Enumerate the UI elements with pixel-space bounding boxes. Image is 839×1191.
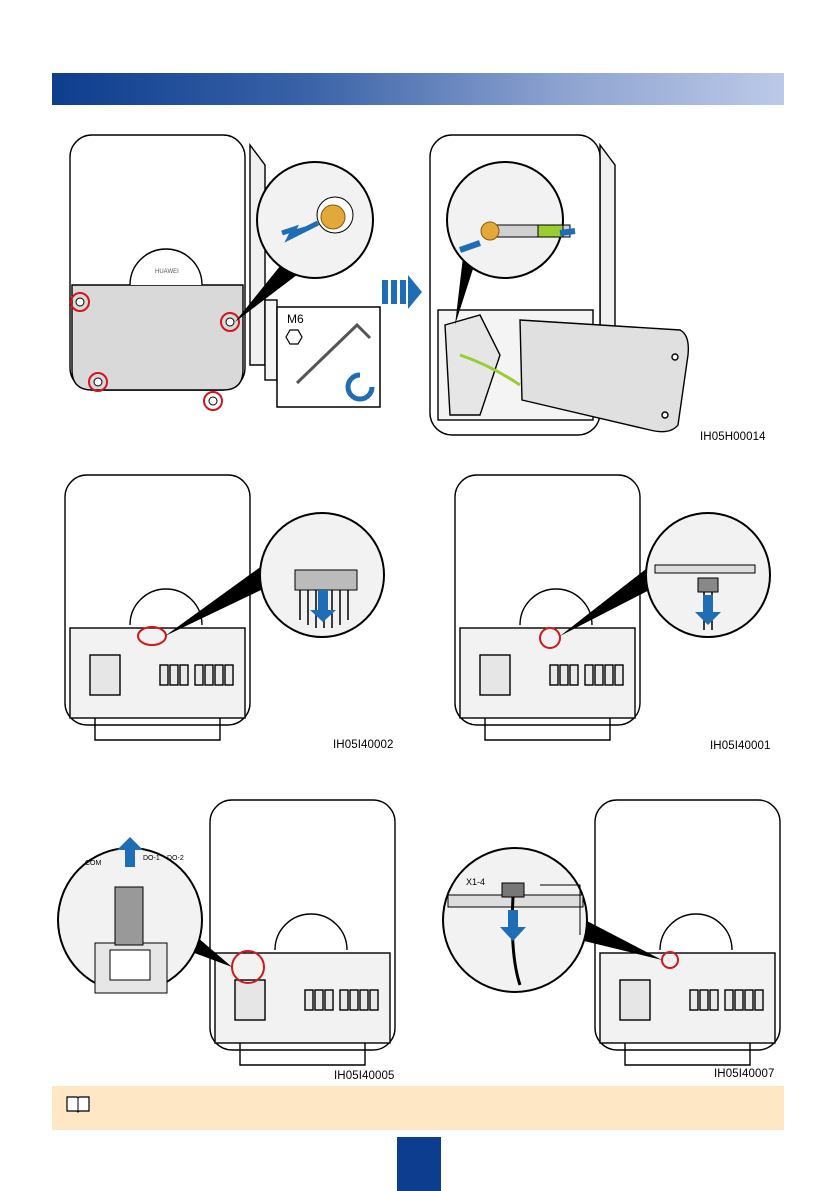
signal-connector-magnifier [260,513,384,637]
triple-arrow-icon [382,275,422,309]
figure-label: IH05I40007 [714,1068,774,1080]
figure-label: IH05I40005 [334,1070,394,1082]
svg-text:COM: COM [85,860,102,867]
figure-label: IH05I40002 [333,739,393,751]
figure-unplug-signal-cable [60,470,400,760]
svg-text:DO-1: DO-1 [143,855,160,862]
page-number-box [397,1137,441,1191]
svg-text:X1-4: X1-4 [466,877,485,887]
dongle-magnifier: COM DO-1 DO-2 [58,837,202,993]
note-box [52,1086,784,1130]
cable-plug-magnifier: X1-4 [443,848,587,992]
svg-text:M6: M6 [287,312,304,326]
inverter-front: HUAWEI [70,135,277,390]
book-icon [66,1095,90,1113]
figure-unplug-power-cable [450,470,780,760]
section-header-bar [52,73,784,105]
figure-remove-maintenance-cover: HUAWEI M6 [60,125,780,445]
power-connector-magnifier [646,513,770,637]
screw-detail-magnifier [257,162,373,278]
figure-label: IH05I40001 [710,740,770,752]
figure-label: IH05H00014 [700,431,766,443]
allen-wrench-box: M6 [277,307,380,407]
figure-remove-cable-plug: X1-4 [440,795,785,1085]
svg-text:HUAWEI: HUAWEI [155,269,179,275]
figure-remove-dongle: COM DO-1 DO-2 [55,795,405,1085]
svg-text:DO-2: DO-2 [167,855,184,862]
